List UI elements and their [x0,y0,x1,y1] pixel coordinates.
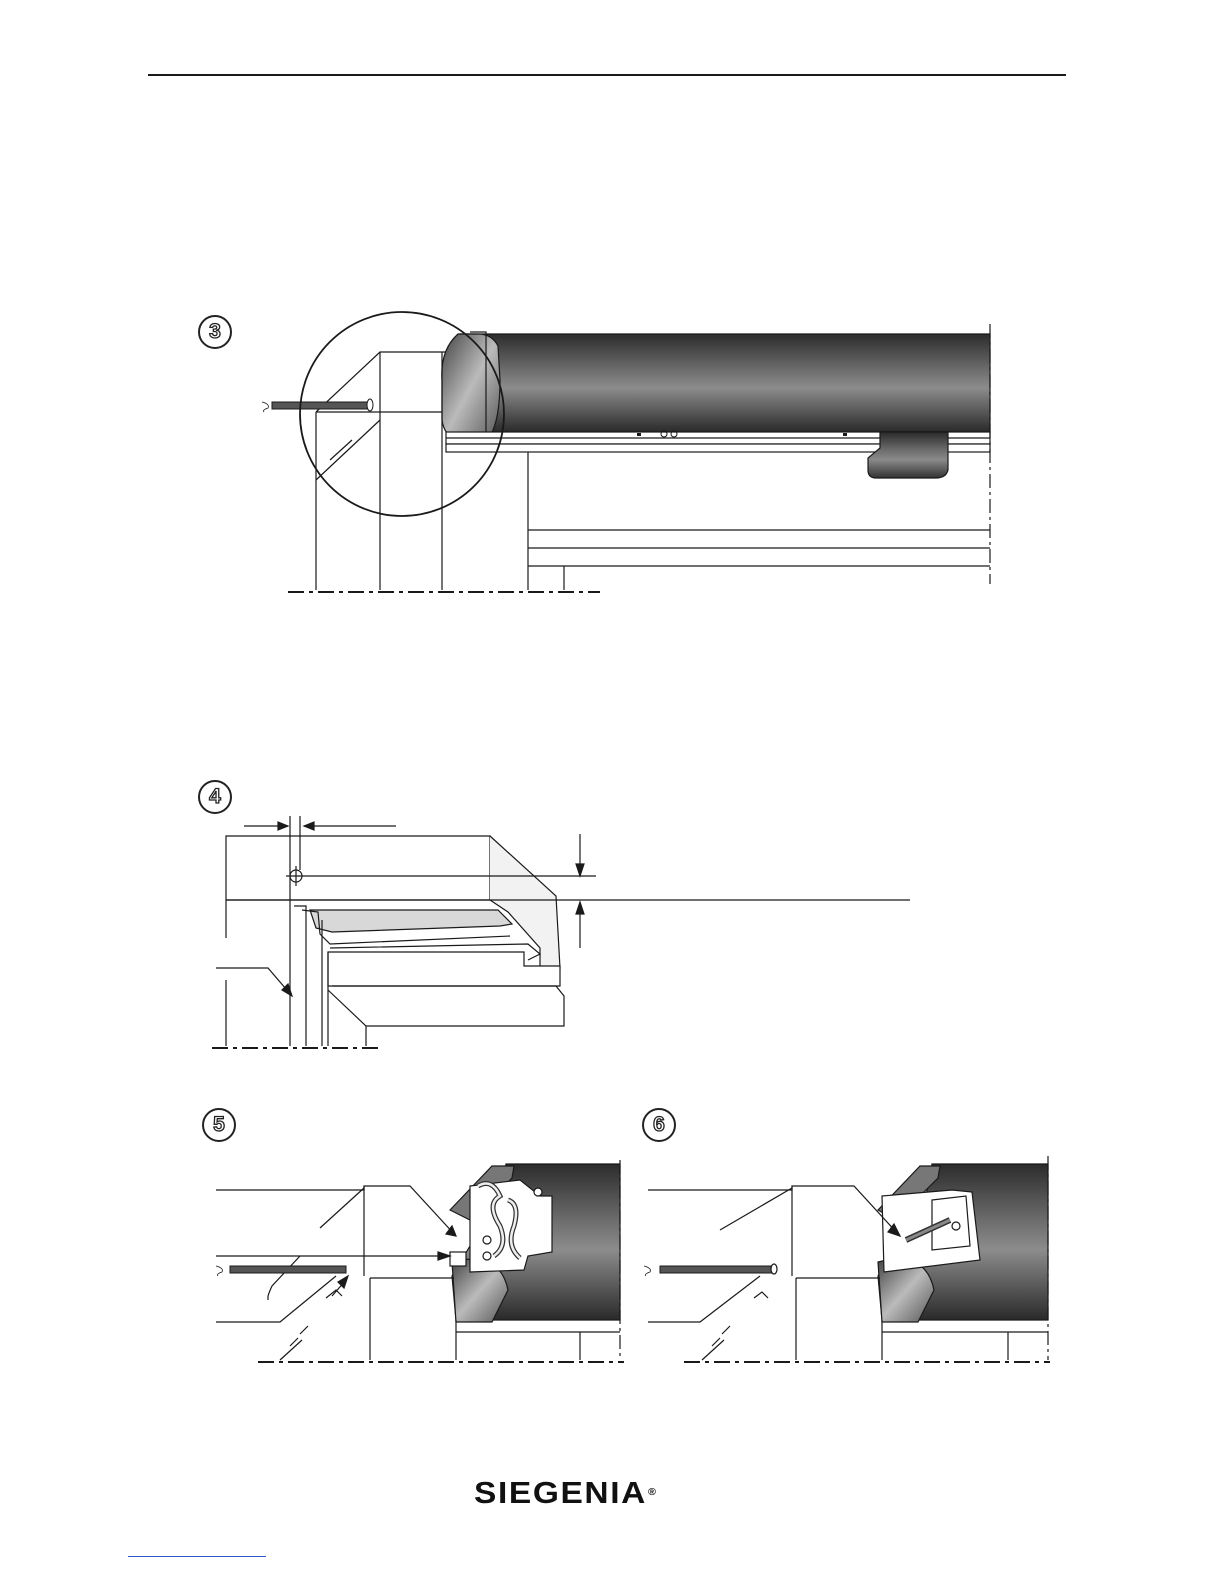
siegenia-logo: SIEGENIA® [474,1476,722,1510]
brand-name: SIEGENIA [474,1475,647,1510]
link-underline [128,1556,266,1557]
registered-mark: ® [648,1487,656,1498]
